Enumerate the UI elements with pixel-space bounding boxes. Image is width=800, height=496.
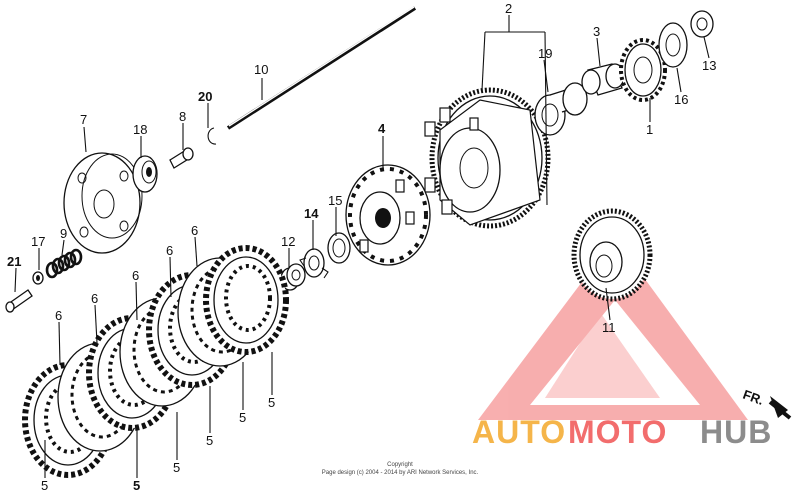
part-label-3: 3	[593, 24, 600, 39]
clutch-outer	[424, 87, 551, 229]
part-label-10: 10	[254, 62, 268, 77]
lifter-plate	[63, 152, 143, 254]
part-label-13: 13	[702, 58, 716, 73]
washer-13	[690, 10, 714, 38]
circlip	[207, 127, 217, 145]
part-label-5: 5	[133, 478, 140, 493]
part-label-6: 6	[191, 223, 198, 238]
part-label-6: 6	[91, 291, 98, 306]
part-label-5: 5	[239, 410, 246, 425]
part-label-20: 20	[198, 89, 212, 104]
part-label-9: 9	[60, 226, 67, 241]
clutch-disc-stack	[22, 245, 289, 478]
part-label-2: 2	[505, 1, 512, 16]
part-label-18: 18	[133, 122, 147, 137]
part-label-4: 4	[378, 121, 386, 136]
thrust-washer	[658, 22, 688, 68]
lock-washer	[299, 248, 329, 279]
bearing	[132, 155, 158, 193]
part-label-5: 5	[173, 460, 180, 475]
direction-label: FR.	[741, 387, 766, 408]
part-label-5: 5	[268, 395, 275, 410]
part-label-19: 19	[538, 46, 552, 61]
collar	[581, 63, 625, 96]
copyright-label: Copyright	[387, 462, 413, 468]
part-label-12: 12	[281, 234, 295, 249]
friction-disc	[203, 245, 289, 355]
part-label-17: 17	[31, 234, 45, 249]
part-label-7: 7	[80, 112, 87, 127]
part-label-15: 15	[328, 193, 342, 208]
part-label-14: 14	[304, 206, 319, 221]
part-label-11: 11	[602, 320, 616, 335]
washer-15	[327, 232, 351, 264]
primary-driven-gear	[571, 208, 653, 302]
washer-17	[32, 271, 44, 285]
watermark-word-moto: MOTO	[568, 414, 668, 450]
copyright-notice: Page design (c) 2004 - 2014 by ARI Netwo…	[321, 470, 479, 476]
part-label-6: 6	[166, 243, 173, 258]
part-labels: 2 19 3 1 16 13 10 20 8 18 7 4 15 14 12 1…	[7, 1, 716, 493]
clutch-center	[345, 164, 431, 266]
part-label-6: 6	[55, 308, 62, 323]
watermark-triangle	[478, 238, 748, 420]
lifter-piece	[169, 147, 194, 169]
push-rod	[226, 6, 417, 130]
part-label-8: 8	[179, 109, 186, 124]
watermark-word-auto: AUTO	[472, 414, 567, 450]
part-label-6: 6	[132, 268, 139, 283]
watermark-word-hub: HUB	[700, 414, 773, 450]
bolt	[5, 289, 33, 313]
part-label-5: 5	[206, 433, 213, 448]
needle-bearing	[534, 82, 588, 136]
front-direction-arrow: FR.	[741, 387, 792, 420]
leader-lines	[14, 15, 710, 478]
sprocket	[619, 38, 667, 102]
part-label-5: 5	[41, 478, 48, 493]
part-label-16: 16	[674, 92, 688, 107]
clutch-spring	[45, 248, 83, 279]
part-label-21: 21	[7, 254, 21, 269]
part-label-1: 1	[646, 122, 653, 137]
